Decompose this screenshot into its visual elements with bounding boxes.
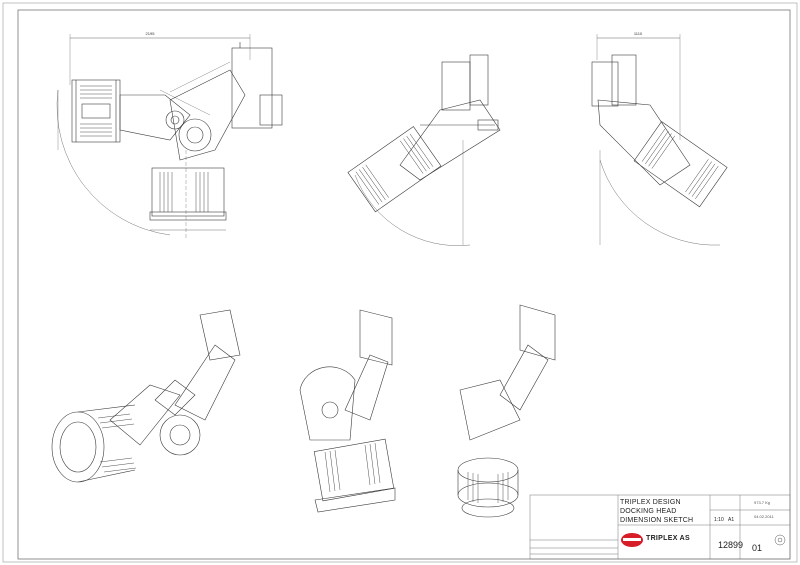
company-name: TRIPLEX AS [646,535,690,542]
paper-size-value: A1 [728,517,735,523]
view-iso-left [51,309,241,483]
view-front-left [56,34,283,240]
title-line-3: DIMENSION SKETCH [620,517,694,524]
triplex-logo [621,533,643,547]
sheet-number: 01 [752,543,763,553]
view-top-middle [347,54,501,246]
drawing-number: 12899 [718,540,744,550]
dim-top-width: 2195 [146,31,156,36]
date-value: 04.02.2011 [754,514,774,519]
view-iso-middle [299,309,396,513]
inner-border [17,9,791,560]
dim-right-width: 1110 [634,31,643,36]
view-iso-right [457,304,556,518]
title-line-1: TRIPLEX DESIGN [620,499,681,506]
scale-value: 1:10 [714,517,724,523]
title-line-2: DOCKING HEAD [620,508,677,515]
weight-value: 973.7 Kg [754,500,771,505]
projection-symbol-icon [774,534,786,546]
view-top-right [591,34,728,246]
title-block [529,494,791,560]
